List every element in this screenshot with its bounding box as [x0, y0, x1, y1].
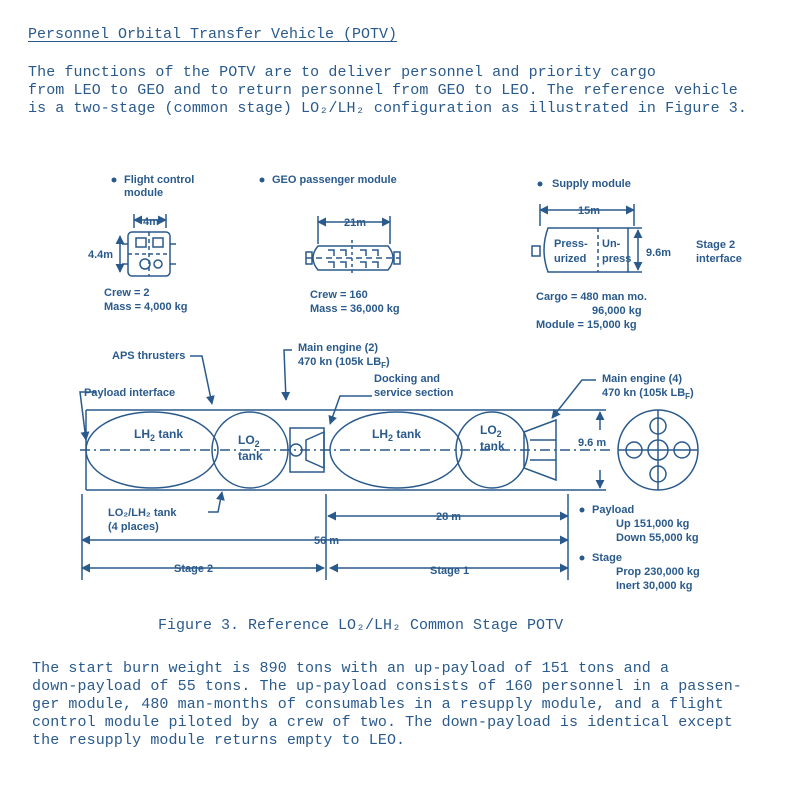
stage1-label: Stage 1: [430, 565, 469, 577]
lo2lh2-tank-label-1: LO₂/LH₂ tank: [108, 507, 177, 519]
lo2-tank-stage1: LO2: [480, 423, 502, 439]
dim-56m: 56 m: [314, 535, 339, 547]
supply-width: 15m: [578, 205, 600, 217]
main-engine-2-label: Main engine (2): [298, 342, 378, 354]
intro-line: is a two-stage (common stage) LO₂/LH₂ co…: [28, 100, 748, 117]
supply-interface-1: Stage 2: [696, 239, 735, 251]
bullet-icon: [579, 555, 585, 561]
flight-control-mass: Mass = 4,000 kg: [104, 301, 187, 313]
closing-line: ger module, 480 man-months of consumable…: [32, 696, 724, 713]
supply-cargo-2: 96,000 kg: [592, 305, 642, 317]
closing-line: the resupply module returns empty to LEO…: [32, 732, 406, 749]
bullet-icon: [579, 507, 585, 513]
lo2-tank-stage1-line2: tank: [480, 439, 505, 453]
aps-thrusters-label: APS thrusters: [112, 350, 185, 362]
supply-interface-2: interface: [696, 253, 742, 265]
flight-control-height: 4.4m: [88, 249, 113, 261]
vehicle-diameter: 9.6 m: [578, 437, 606, 449]
flight-control-title-2: module: [124, 187, 163, 199]
lh2-tank-stage2: LH2 tank: [134, 427, 183, 443]
bullet-icon: [537, 181, 543, 187]
bullet-icon: [259, 177, 265, 183]
supply-title: Supply module: [552, 178, 631, 190]
supply-unpress-1: Un-: [602, 238, 621, 250]
flight-control-crew: Crew = 2: [104, 287, 150, 299]
supply-module-mass: Module = 15,000 kg: [536, 319, 637, 331]
stage-inert: Inert 30,000 kg: [616, 580, 692, 592]
main-engine-4-label: Main engine (4): [602, 373, 682, 385]
geo-passenger-crew: Crew = 160: [310, 289, 368, 301]
vehicle-diagram: [79, 349, 699, 580]
section-heading: Personnel Orbital Transfer Vehicle (POTV…: [28, 26, 398, 43]
payload-down: Down 55,000 kg: [616, 532, 699, 544]
payload-title: Payload: [592, 504, 634, 516]
geo-passenger-module-diagram: [305, 216, 401, 276]
flight-control-width: 4m: [143, 216, 159, 228]
closing-line: The start burn weight is 890 tons with a…: [32, 660, 670, 677]
lo2-tank-stage2: LO2: [238, 433, 260, 449]
stage-prop: Prop 230,000 kg: [616, 566, 700, 578]
closing-line: control module piloted by a crew of two.…: [32, 714, 733, 731]
supply-module-diagram: [531, 204, 643, 273]
docking-label-2: service section: [374, 387, 454, 399]
flight-control-title: Flight control: [124, 174, 194, 186]
lo2lh2-tank-label-2: (4 places): [108, 521, 159, 533]
docking-label-1: Docking and: [374, 373, 440, 385]
bullet-icon: [111, 177, 117, 183]
main-engine-2-thrust: 470 kn (105k LBF): [298, 356, 390, 370]
geo-passenger-width: 21m: [344, 217, 366, 229]
intro-line: from LEO to GEO and to return personnel …: [28, 82, 738, 99]
stage2-label: Stage 2: [174, 563, 213, 575]
payload-up: Up 151,000 kg: [616, 518, 689, 530]
supply-height: 9.6m: [646, 247, 671, 259]
supply-cargo-1: Cargo = 480 man mo.: [536, 291, 647, 303]
lh2-tank-stage1: LH2 tank: [372, 427, 421, 443]
lo2-tank-stage2-line2: tank: [238, 449, 263, 463]
supply-unpress-2: press: [602, 253, 631, 265]
figure-caption: Figure 3. Reference LO₂/LH₂ Common Stage…: [158, 617, 564, 634]
closing-line: down-payload of 55 tons. The up-payload …: [32, 678, 742, 695]
geo-passenger-title: GEO passenger module: [272, 174, 397, 186]
supply-press-1: Press-: [554, 238, 588, 250]
flight-control-module-diagram: [115, 214, 176, 277]
dim-28m: 28 m: [436, 511, 461, 523]
supply-press-2: urized: [554, 253, 586, 265]
payload-interface-label: Payload interface: [84, 387, 175, 399]
intro-line: The functions of the POTV are to deliver…: [28, 64, 657, 81]
main-engine-4-thrust: 470 kn (105k LBF): [602, 387, 694, 401]
geo-passenger-mass: Mass = 36,000 kg: [310, 303, 400, 315]
stage-title: Stage: [592, 552, 622, 564]
